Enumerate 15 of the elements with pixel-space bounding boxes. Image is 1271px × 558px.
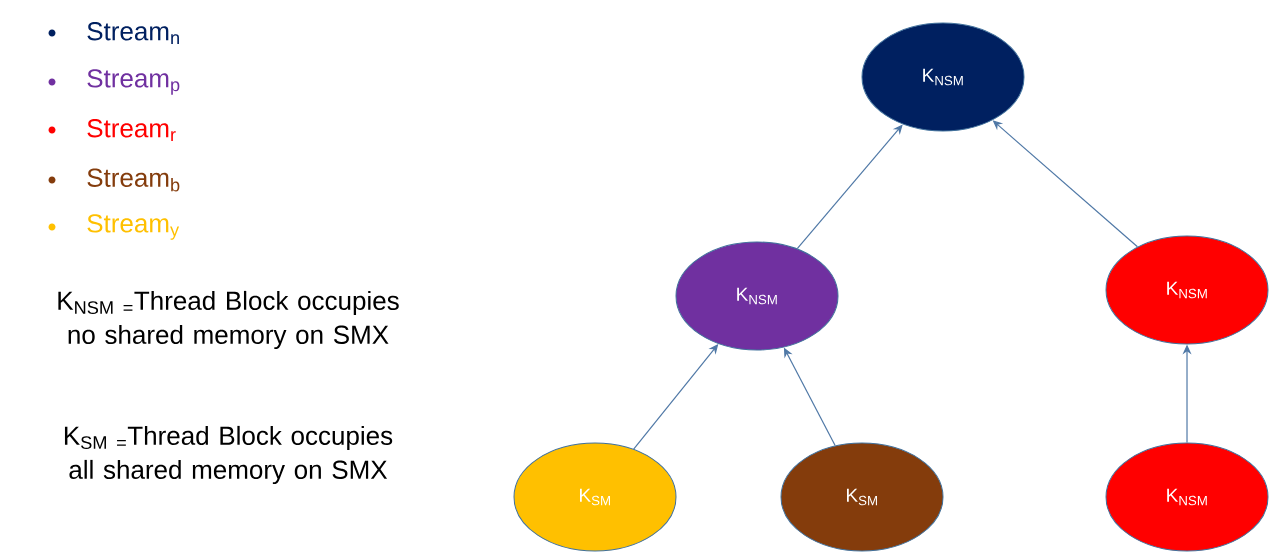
legend-label: Stream$_{r}$ bbox=[87, 119, 176, 141]
ellipse-node: K$_{NSM}$ bbox=[675, 241, 839, 351]
ellipse-node: K$_{NSM}$ bbox=[861, 22, 1025, 132]
definition-text: K$_{NSM =}$Thread Block occupies no shared memory on SMX bbox=[58, 290, 399, 350]
ellipse-node: K$_{SM}$ bbox=[780, 442, 944, 552]
ellipse-node: K$_{NSM}$ bbox=[1105, 235, 1269, 345]
ellipse-node: K$_{SM}$ bbox=[513, 442, 677, 552]
legend-label: Stream$_{y}$ bbox=[87, 214, 180, 240]
ellipse-node: K$_{NSM}$ bbox=[1105, 442, 1269, 552]
legend-label: Stream$_{b}$ bbox=[87, 168, 180, 192]
definition-text: K$_{SM =}$Thread Block occupies all shared memory on SMX bbox=[64, 425, 393, 485]
legend-label: Stream$_{p}$ bbox=[87, 69, 180, 95]
arrow bbox=[796, 124, 903, 250]
arrow bbox=[633, 344, 719, 450]
legend-label: Stream$_{n}$ bbox=[87, 22, 179, 44]
